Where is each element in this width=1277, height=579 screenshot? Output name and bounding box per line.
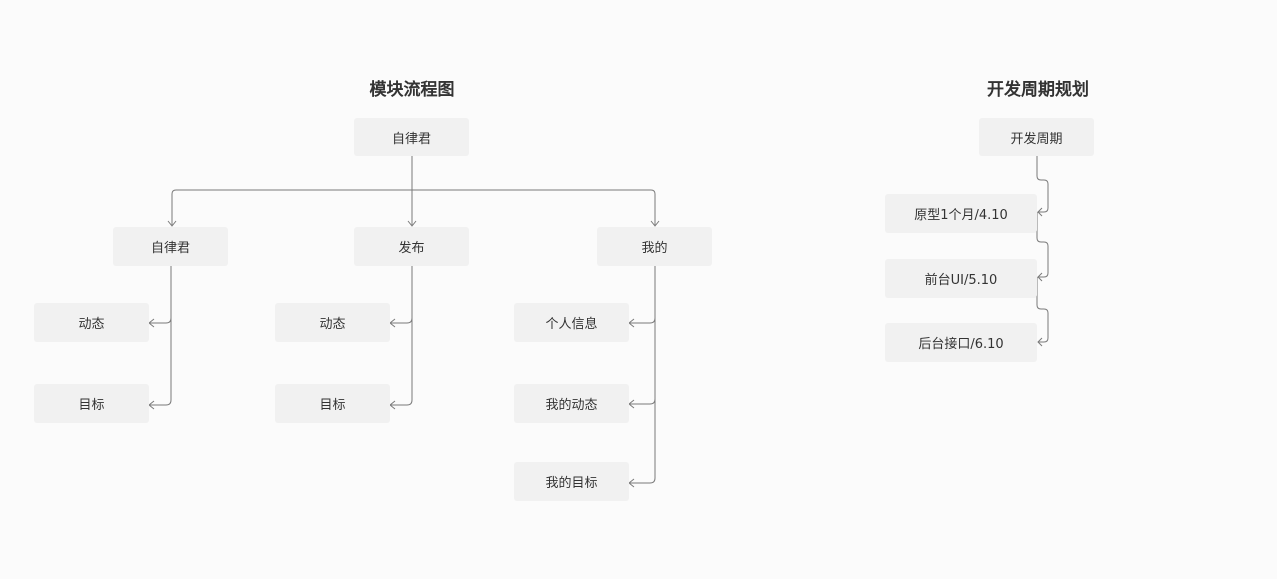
node-root[interactable]: 自律君 bbox=[354, 118, 469, 156]
node-branch-2[interactable]: 发布 bbox=[354, 227, 469, 266]
connector-b2 bbox=[391, 266, 413, 324]
node-dev-stage-3[interactable]: 后台接口/6.10 bbox=[885, 323, 1037, 362]
node-branch-1[interactable]: 自律君 bbox=[113, 227, 228, 266]
node-dev-stage-2[interactable]: 前台UI/5.10 bbox=[885, 259, 1037, 298]
node-b2-child-2[interactable]: 目标 bbox=[275, 384, 390, 423]
node-b2-child-1[interactable]: 动态 bbox=[275, 303, 390, 342]
node-branch-3[interactable]: 我的 bbox=[597, 227, 712, 266]
dev-cycle-title: 开发周期规划 bbox=[987, 80, 1089, 100]
connector-dev bbox=[1036, 156, 1049, 213]
node-b1-child-1[interactable]: 动态 bbox=[34, 303, 149, 342]
node-b3-child-3[interactable]: 我的目标 bbox=[514, 462, 629, 501]
connector-bus-left bbox=[171, 189, 177, 225]
connector-b3 bbox=[630, 266, 656, 324]
connector-b1 bbox=[150, 266, 172, 324]
node-b1-child-2[interactable]: 目标 bbox=[34, 384, 149, 423]
node-b3-child-1[interactable]: 个人信息 bbox=[514, 303, 629, 342]
node-dev-root[interactable]: 开发周期 bbox=[979, 118, 1094, 156]
connector-bus bbox=[176, 189, 656, 225]
module-flow-title: 模块流程图 bbox=[369, 80, 455, 100]
node-dev-stage-1[interactable]: 原型1个月/4.10 bbox=[885, 194, 1037, 233]
node-b3-child-2[interactable]: 我的动态 bbox=[514, 384, 629, 423]
